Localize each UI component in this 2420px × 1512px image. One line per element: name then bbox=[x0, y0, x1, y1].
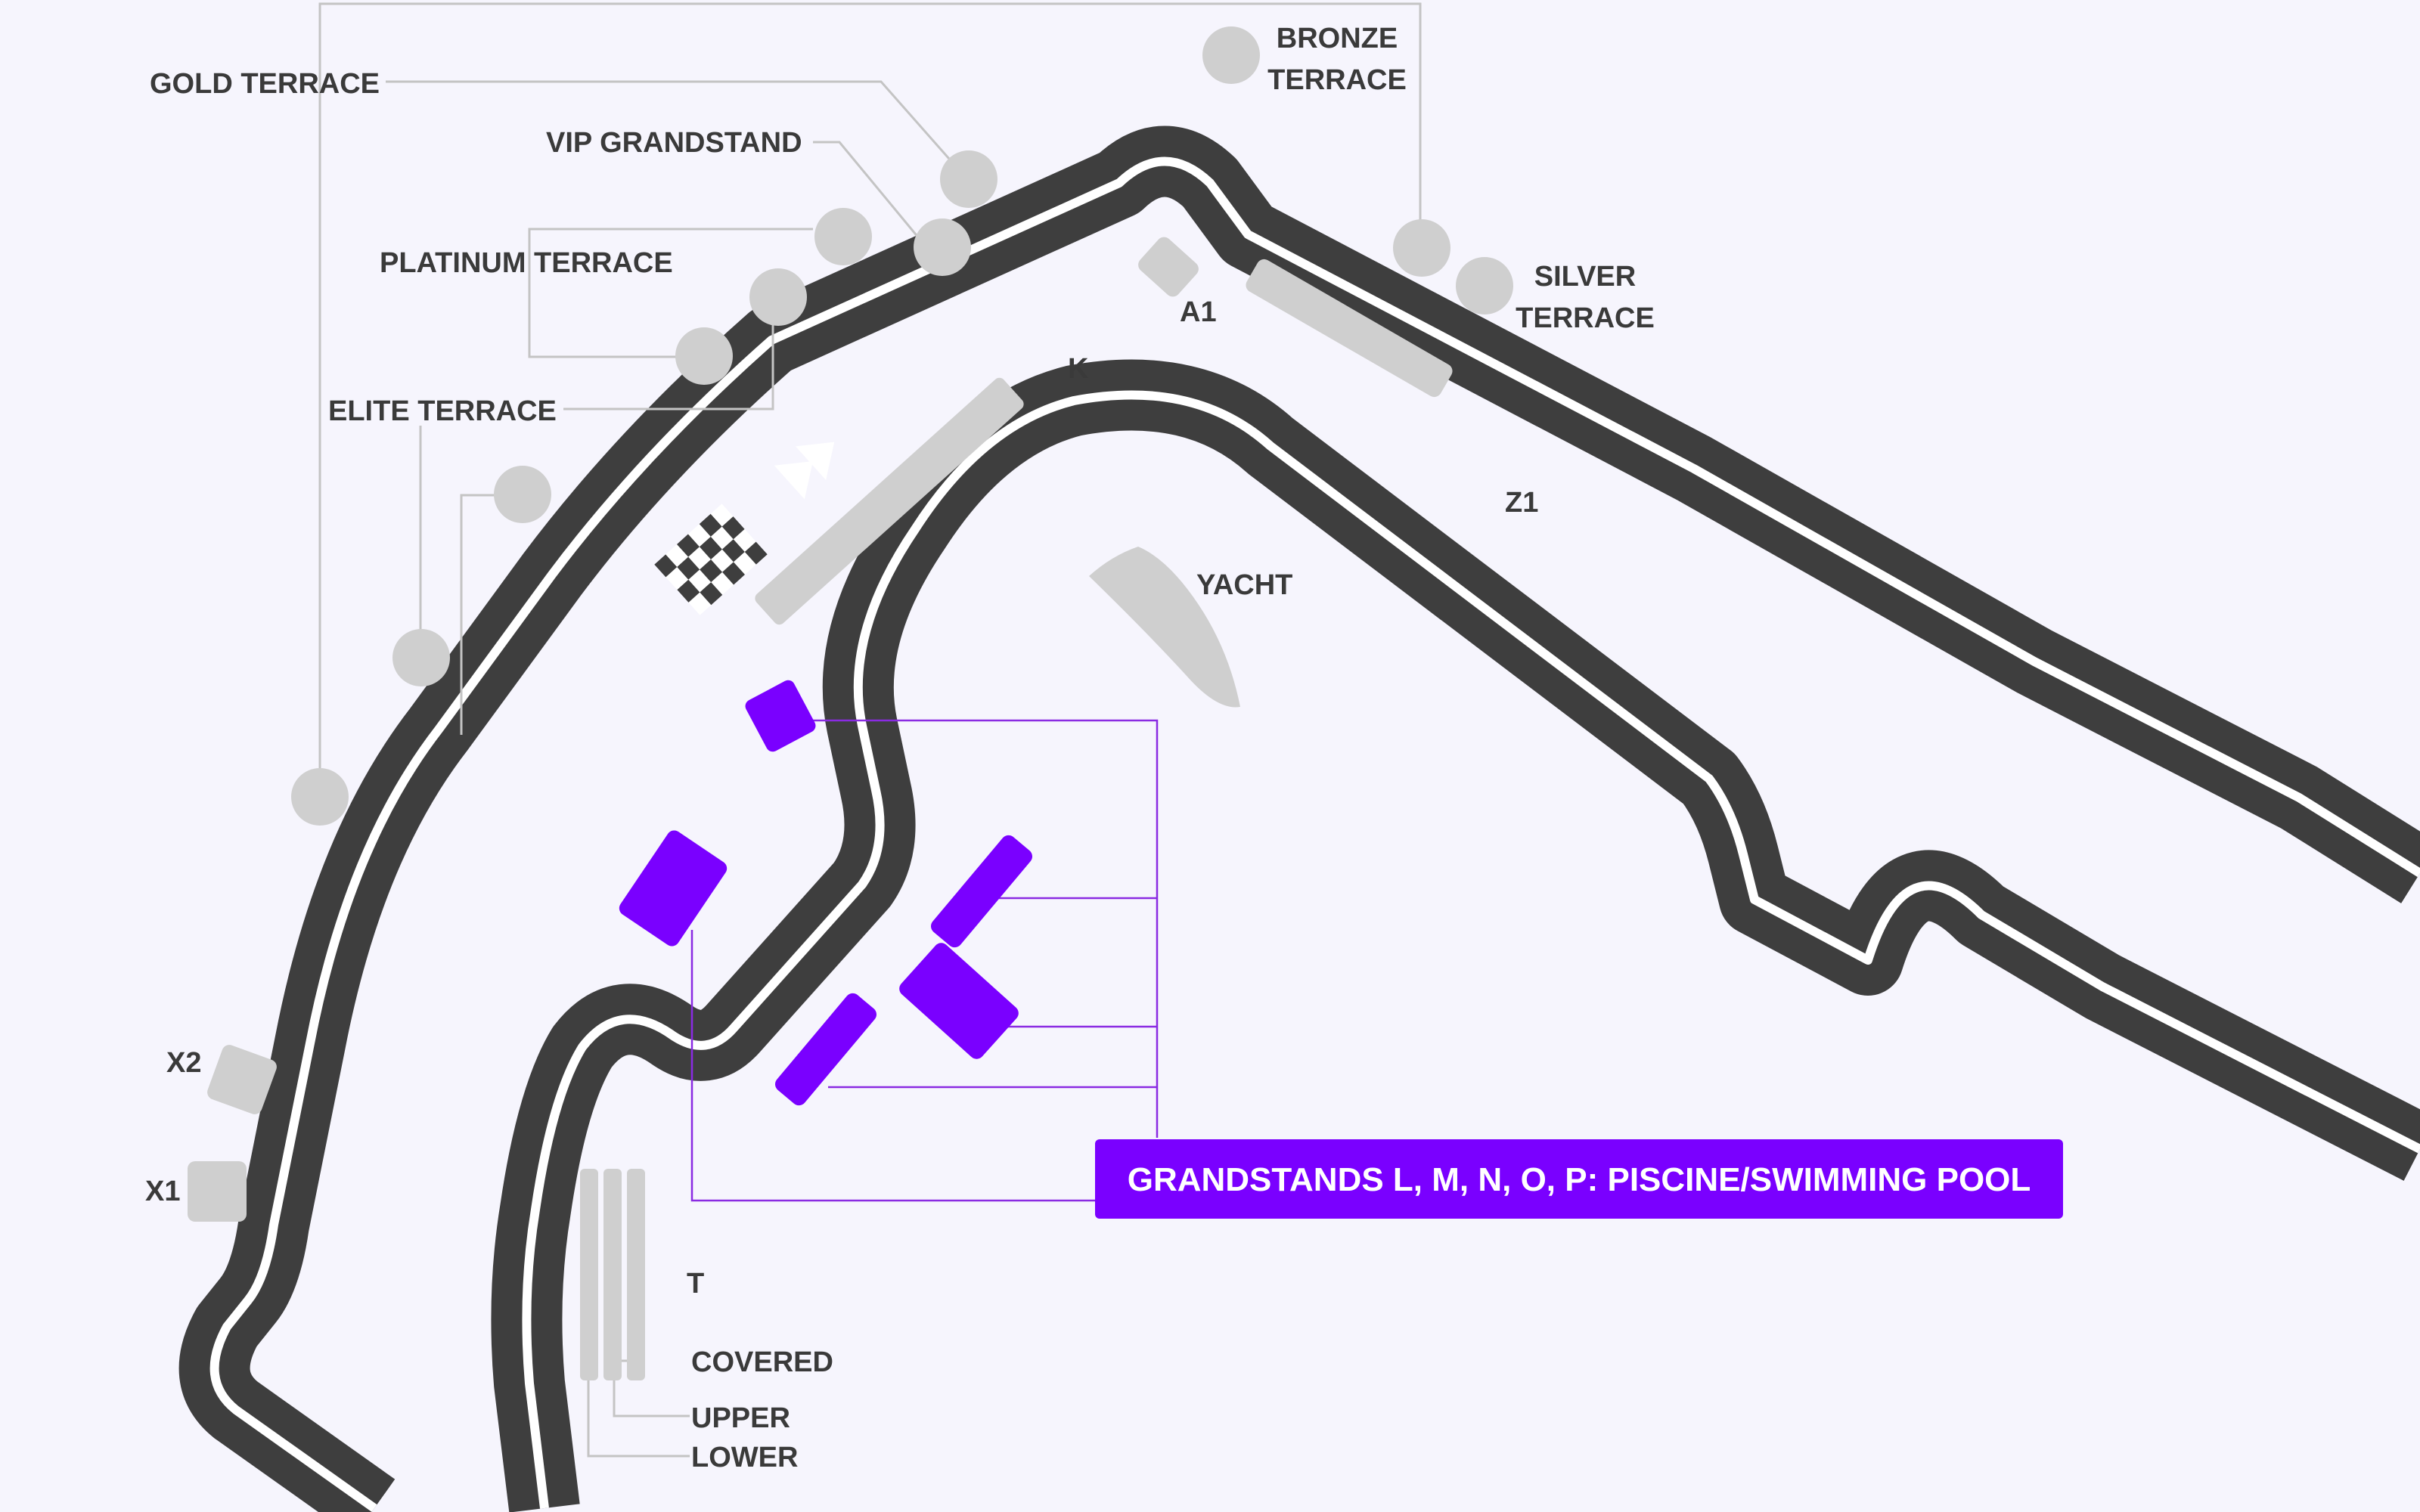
grandstand-m[interactable] bbox=[616, 828, 730, 950]
label-k: K bbox=[1068, 353, 1089, 385]
grandstand-p[interactable] bbox=[772, 990, 880, 1108]
label-vip-grandstand: VIP GRANDSTAND bbox=[546, 127, 802, 159]
grandstand-l[interactable] bbox=[743, 678, 818, 754]
yacht-icon bbox=[1089, 547, 1240, 708]
label-silver-terrace-line1: SILVER bbox=[1534, 261, 1636, 293]
grandstand-n[interactable] bbox=[928, 832, 1035, 950]
platinum-terrace-marker[interactable] bbox=[814, 208, 872, 265]
label-silver-terrace-line2: TERRACE bbox=[1516, 302, 1655, 334]
label-covered: COVERED bbox=[691, 1346, 833, 1378]
bronze-terrace-marker-2[interactable] bbox=[1393, 219, 1450, 277]
gold-terrace-marker[interactable] bbox=[940, 150, 997, 208]
vip-grandstand-marker[interactable] bbox=[914, 218, 971, 276]
label-yacht: YACHT bbox=[1196, 569, 1292, 601]
label-gold-terrace: GOLD TERRACE bbox=[150, 68, 380, 100]
gold-terrace-marker-2[interactable] bbox=[291, 768, 349, 826]
elite-terrace-marker[interactable] bbox=[749, 268, 807, 326]
label-z1: Z1 bbox=[1505, 487, 1538, 519]
label-a1: A1 bbox=[1180, 296, 1217, 328]
double-chevron-right-icon bbox=[774, 442, 835, 500]
platinum-terrace-marker-2[interactable] bbox=[675, 327, 733, 385]
bronze-terrace-marker[interactable] bbox=[1202, 26, 1260, 84]
race-track bbox=[178, 125, 2420, 1512]
label-x2: X2 bbox=[166, 1047, 201, 1079]
label-x1: X1 bbox=[145, 1176, 180, 1207]
grandstand-k[interactable] bbox=[752, 375, 1026, 627]
grandstand-t-upper[interactable] bbox=[603, 1169, 622, 1380]
silver-terrace-marker[interactable] bbox=[1456, 257, 1513, 314]
callout-text: GRANDSTANDS L, M, N, O, P: PISCINE/SWIMM… bbox=[1128, 1161, 2031, 1198]
swimming-pool-leaders bbox=[690, 719, 1159, 1202]
label-t: T bbox=[687, 1268, 704, 1300]
grandstand-x2[interactable] bbox=[205, 1043, 278, 1116]
label-bronze-terrace-line2: TERRACE bbox=[1267, 64, 1407, 96]
grandstand-t-lower[interactable] bbox=[580, 1169, 598, 1380]
label-upper: UPPER bbox=[691, 1402, 790, 1434]
checkered-flag-icon bbox=[654, 503, 768, 615]
labels: GOLD TERRACE VIP GRANDSTAND PLATINUM TER… bbox=[145, 23, 1655, 1473]
grandstand-o[interactable] bbox=[896, 940, 1022, 1062]
grandstand-t-covered[interactable] bbox=[627, 1169, 645, 1380]
elite-terrace-marker-3[interactable] bbox=[392, 629, 450, 686]
terrace-markers bbox=[291, 26, 1513, 826]
label-elite-terrace: ELITE TERRACE bbox=[328, 395, 557, 427]
callout-box[interactable] bbox=[1095, 1139, 2063, 1219]
grandstands bbox=[188, 234, 1455, 1380]
label-platinum-terrace: PLATINUM TERRACE bbox=[380, 247, 673, 279]
swimming-pool-callout[interactable]: GRANDSTANDS L, M, N, O, P: PISCINE/SWIMM… bbox=[1095, 1139, 2063, 1219]
elite-terrace-marker-2[interactable] bbox=[494, 466, 551, 523]
grandstand-a1[interactable] bbox=[1135, 234, 1202, 299]
grandstand-x1[interactable] bbox=[188, 1161, 247, 1222]
grandstand-z1[interactable] bbox=[1243, 256, 1455, 400]
label-bronze-terrace-line1: BRONZE bbox=[1277, 23, 1398, 54]
swimming-pool-grandstands bbox=[616, 678, 1035, 1108]
label-lower: LOWER bbox=[691, 1442, 798, 1473]
